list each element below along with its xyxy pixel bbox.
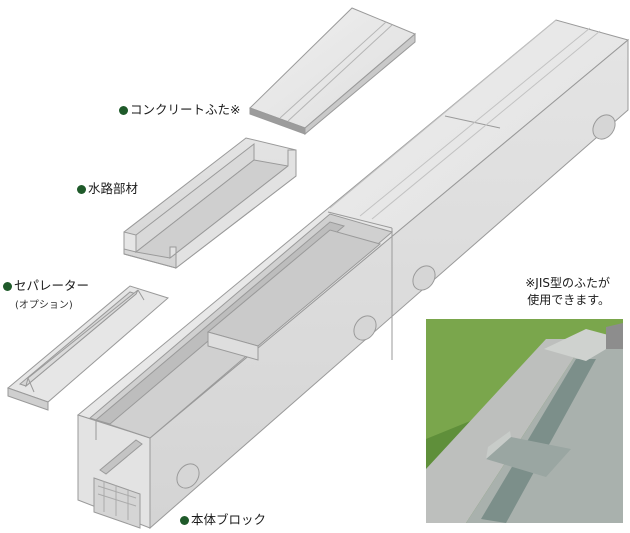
body-block-label-text: 本体ブロック — [191, 512, 267, 527]
channel-label-text: 水路部材 — [88, 181, 139, 196]
separator-label-text: セパレーター — [14, 278, 90, 293]
separator-label: セパレーター — [3, 278, 90, 293]
separator-optional-label: (オプション) — [15, 300, 73, 311]
separator-part — [7, 285, 170, 411]
cover-label-text: コンクリートふた※ — [130, 102, 241, 117]
concrete-cover-part — [249, 7, 416, 136]
jis-note-line1: ※JIS型のふたが — [525, 276, 610, 290]
installed-channel-photo — [426, 319, 623, 523]
jis-note-line2: 使用できます。 — [527, 293, 610, 307]
bullet-icon — [180, 516, 189, 525]
channel-label: 水路部材 — [77, 181, 139, 196]
jis-note: ※JIS型のふたが 使用できます。 — [525, 275, 610, 309]
main-body-block-part — [76, 19, 630, 530]
body-block-label: 本体ブロック — [180, 512, 267, 527]
bullet-icon — [3, 282, 12, 291]
cover-label: コンクリートふた※ — [119, 102, 241, 117]
channel-member-part — [123, 137, 297, 270]
bullet-icon — [119, 106, 128, 115]
bullet-icon — [77, 185, 86, 194]
